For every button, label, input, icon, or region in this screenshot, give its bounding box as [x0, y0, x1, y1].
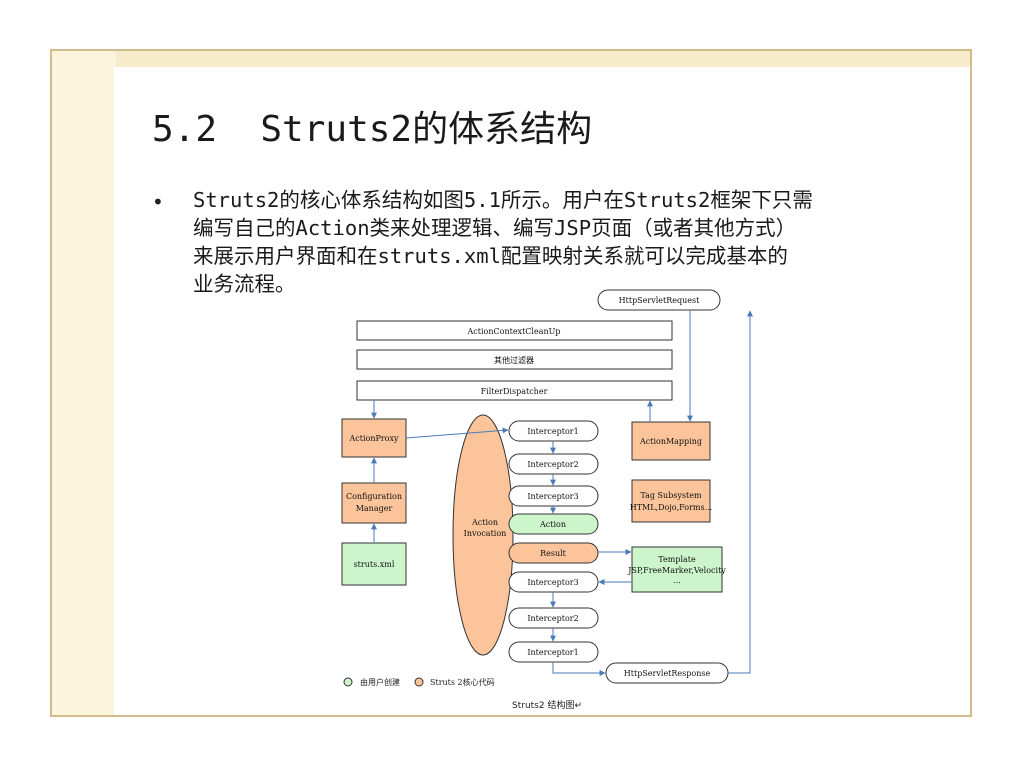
filter-dispatcher-label: FilterDispatcher: [481, 387, 548, 396]
result-node-label: Result: [540, 549, 567, 558]
legend-user-created-label: 由用户创建: [360, 677, 400, 687]
tag-subsystem-label: Tag Subsystem: [640, 491, 702, 500]
template-box: [631, 546, 723, 593]
interceptor2-bottom-label: Interceptor2: [527, 614, 578, 623]
tag-subsystem-label: HTML,Dojo,Forms...: [630, 503, 713, 512]
action-invocation-label: Action: [471, 518, 498, 527]
arrow-response-loop: [728, 310, 753, 674]
diagram-caption: Struts2 结构图↵: [512, 701, 582, 711]
legend-user-created-marker: [343, 677, 353, 687]
slide-body-text: Struts2的核心体系结构如图5.1所示。用户在Struts2框架下只需 编写…: [193, 186, 923, 298]
filter-dispatcher-box: [356, 380, 673, 401]
arrow-interceptor1-to-response: [552, 662, 606, 676]
interceptor3-top-label: Interceptor3: [527, 492, 578, 501]
struts2-architecture-diagram: HttpServletRequest ActionContextCleanUp …: [341, 289, 753, 687]
frame-left-band: [52, 51, 116, 715]
slide-title: 5.2 Struts2的体系结构: [152, 109, 593, 150]
action-node: [508, 513, 599, 535]
frame-top-band: [52, 51, 970, 69]
cleanup-filter-box: [356, 320, 673, 341]
cleanup-filter-label: ActionContextCleanUp: [467, 327, 561, 336]
configuration-manager-box: [341, 482, 407, 524]
http-response-label: HttpServletResponse: [624, 669, 711, 678]
bullet-icon: •: [152, 190, 164, 214]
action-mapping-box: [631, 421, 711, 461]
template-label: JSP,FreeMarker,Velocity: [627, 566, 726, 575]
interceptor1-top-label: Interceptor1: [527, 427, 578, 436]
http-request-node: [597, 289, 721, 311]
template-label: Template: [658, 555, 696, 564]
body-line: 编写自己的Action类来处理逻辑、编写JSP页面（或者其他方式）: [193, 216, 797, 240]
template-label: ...: [673, 576, 681, 585]
http-request-label: HttpServletRequest: [619, 296, 700, 305]
other-filters-box: [356, 349, 673, 370]
body-line: Struts2的核心体系结构如图5.1所示。用户在Struts2框架下只需: [193, 188, 813, 212]
action-node-label: Action: [539, 520, 566, 529]
interceptor2-top-label: Interceptor2: [527, 460, 578, 469]
other-filters-label: 其他过滤器: [494, 355, 534, 365]
configuration-manager-label: Manager: [356, 504, 393, 513]
action-invocation-ellipse: [452, 414, 514, 656]
result-node: [508, 542, 599, 564]
interceptor3-bottom-label: Interceptor3: [527, 578, 578, 587]
action-mapping-label: ActionMapping: [639, 437, 702, 446]
legend-core-code-marker: [414, 677, 424, 687]
body-line: 业务流程。: [193, 272, 296, 296]
legend-core-code-label: Struts 2核心代码: [430, 677, 495, 687]
tag-subsystem-box: [631, 479, 711, 523]
interceptor1-bottom-label: Interceptor1: [527, 648, 578, 657]
configuration-manager-label: Configuration: [346, 492, 402, 501]
body-line: 来展示用户界面和在struts.xml配置映射关系就可以完成基本的: [193, 244, 788, 268]
arrow-proxy-to-interceptor1: [405, 427, 509, 439]
action-proxy-label: ActionProxy: [348, 434, 399, 443]
struts-xml-box: [341, 542, 407, 586]
struts-xml-label: struts.xml: [354, 560, 395, 569]
slide-frame: [50, 49, 972, 717]
action-invocation-label: Invocation: [464, 529, 507, 538]
